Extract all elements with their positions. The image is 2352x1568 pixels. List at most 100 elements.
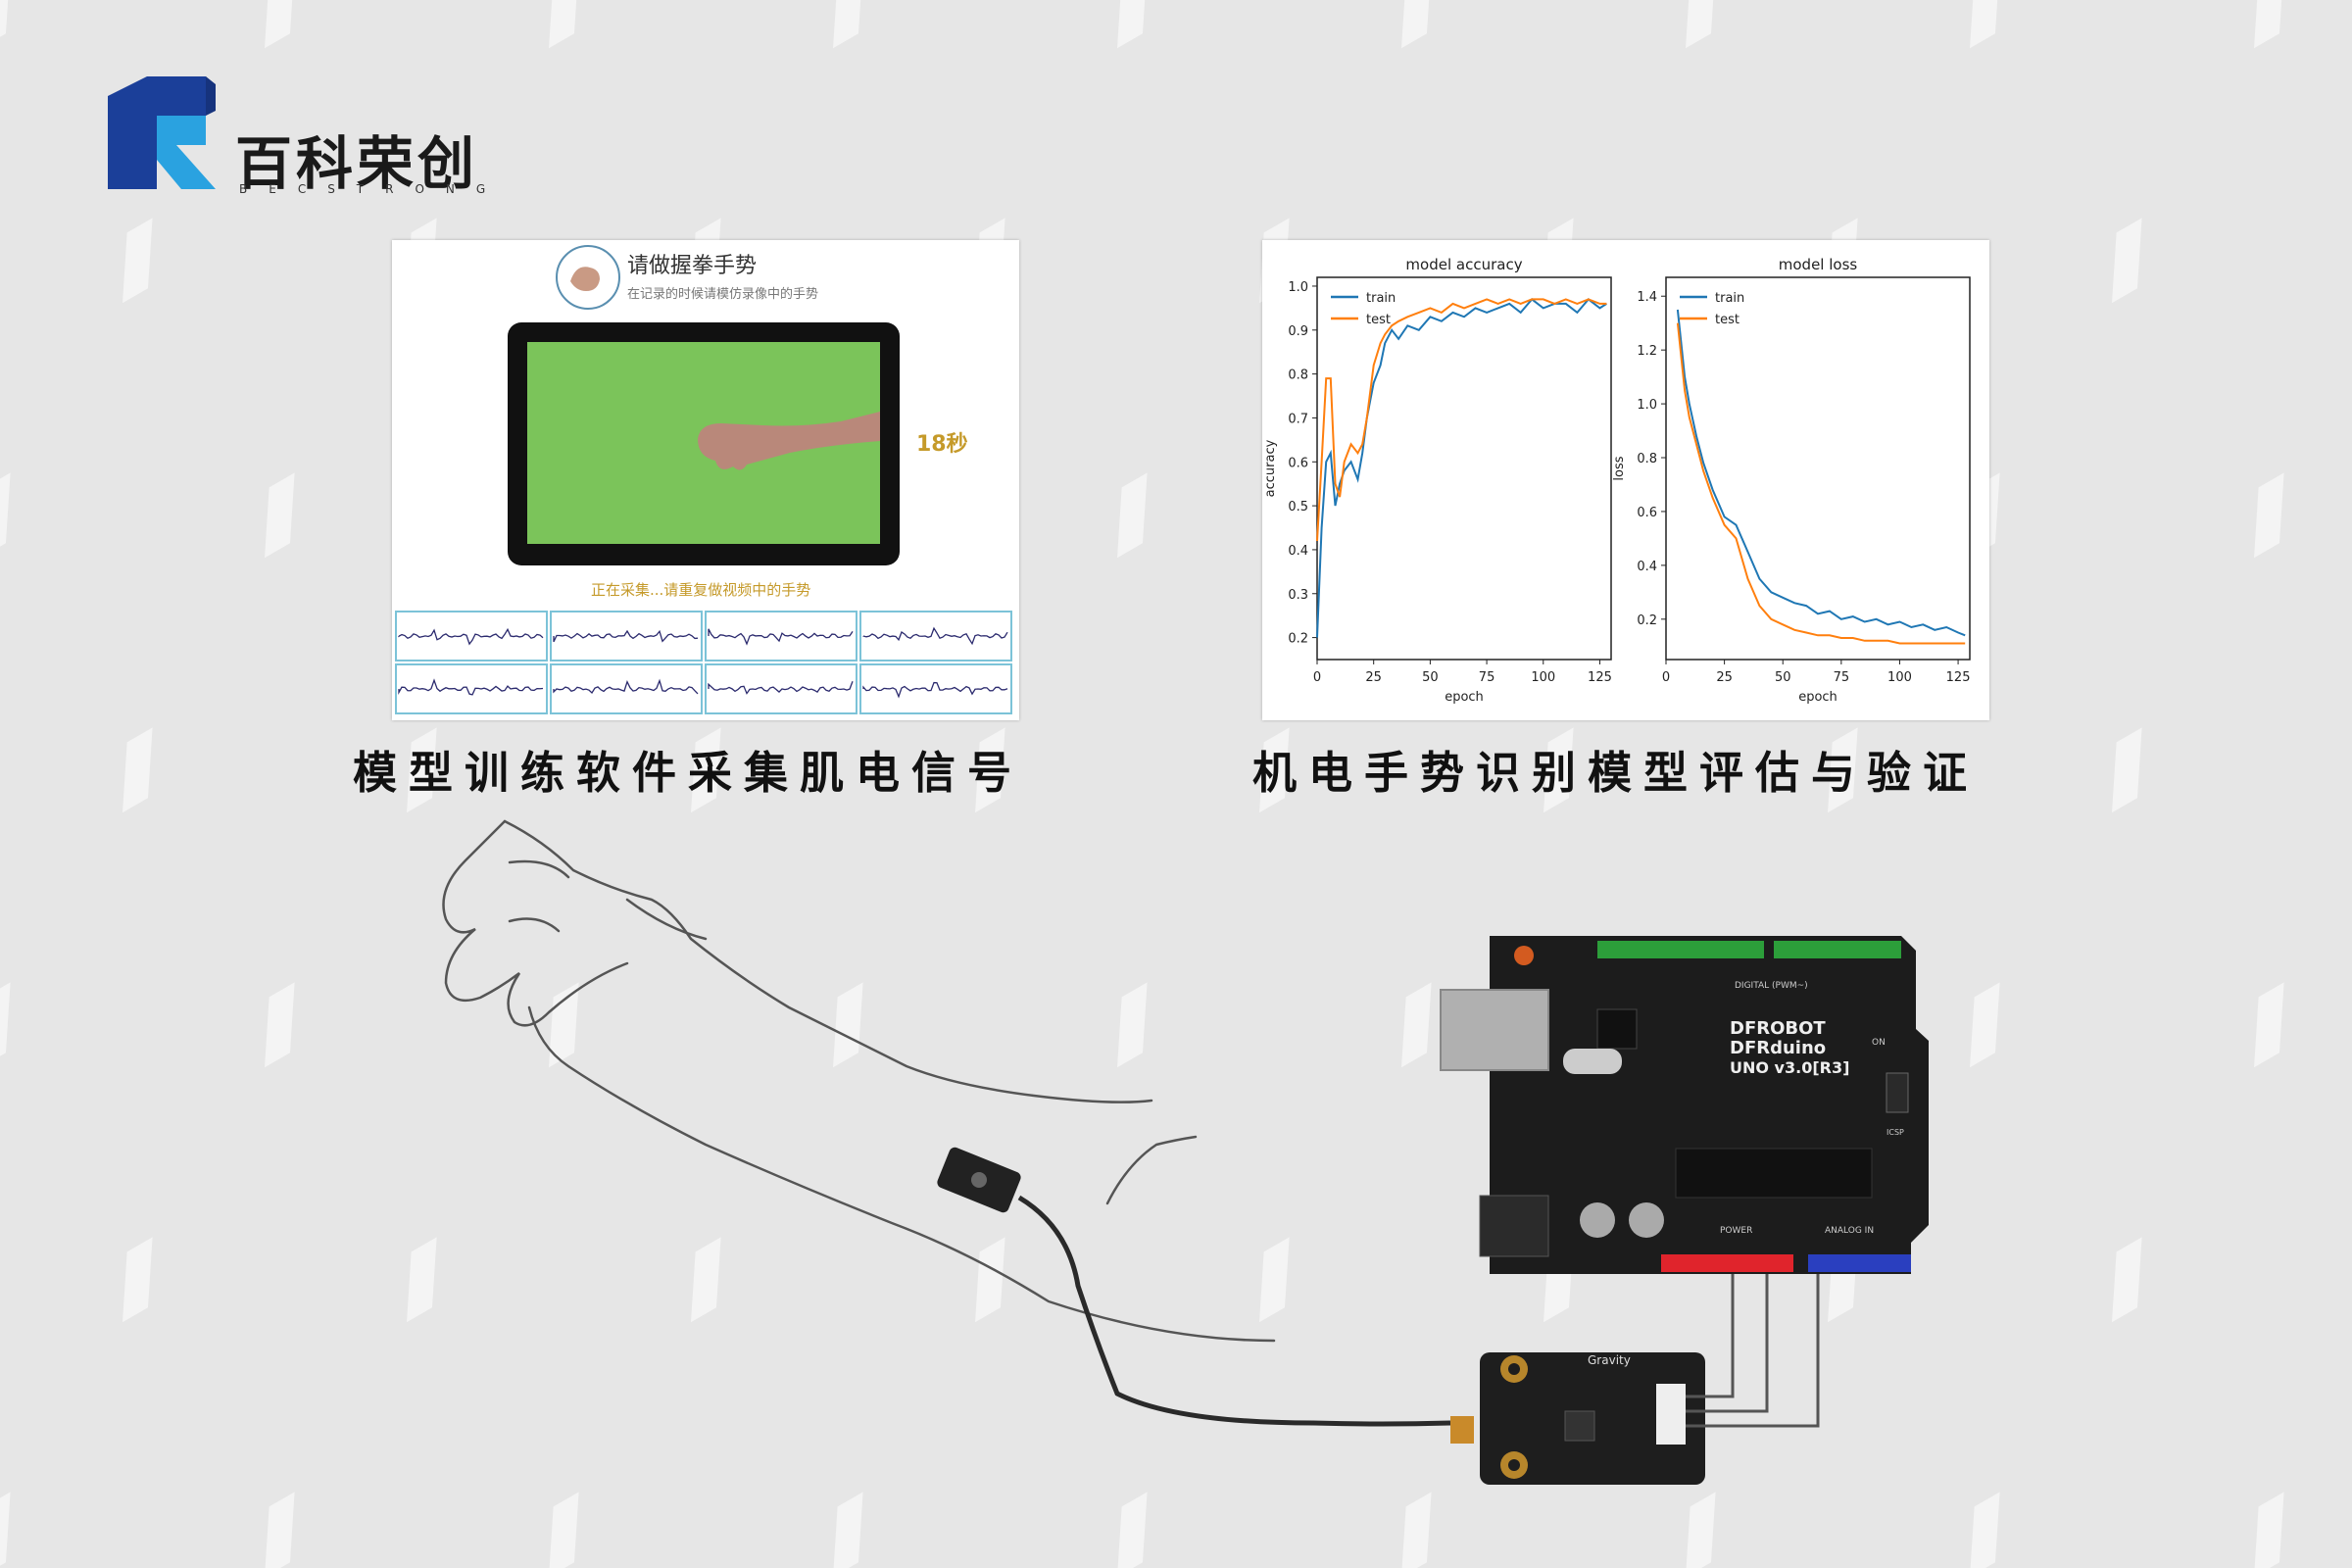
watermark-mark (1259, 727, 1290, 813)
arduino-board: DFROBOT DFRduino UNO v3.0[R3] DIGITAL (P… (1440, 936, 1929, 1274)
board-icsp-label: ICSP (1886, 1128, 1904, 1137)
watermark-mark (122, 1237, 153, 1323)
watermark-mark (265, 472, 295, 559)
training-software-graphics (508, 245, 900, 565)
watermark-mark (265, 982, 295, 1068)
watermark-mark (691, 1237, 721, 1323)
board-power-label: POWER (1720, 1226, 1752, 1236)
y-tick-label: 0.2 (1288, 632, 1308, 647)
countdown-timer: 18秒 (916, 432, 968, 457)
watermark-mark (1117, 0, 1148, 49)
y-tick-label: 1.0 (1637, 398, 1657, 413)
watermark-mark (2254, 1492, 2284, 1568)
digital-header (1597, 941, 1764, 958)
usb-port (1440, 989, 1549, 1071)
y-tick-label: 1.4 (1637, 290, 1657, 305)
chart-title: model loss (1779, 256, 1858, 273)
watermark-mark (122, 218, 153, 304)
atmega-chip (1675, 1148, 1873, 1199)
watermark-mark (0, 982, 11, 1068)
emg-channel-cell (550, 611, 703, 662)
emg-waveform (553, 629, 699, 643)
training-software-panel: 请做握拳手势 在记录的时候请模仿录像中的手势 18秒 正在采集...请重复做视频… (392, 240, 1019, 720)
brand-subtitle: BECSTRONG (239, 182, 508, 196)
prompt-title: 请做握拳手势 (627, 254, 758, 278)
watermark-mark (1117, 982, 1148, 1068)
series-line-train (1676, 309, 1966, 637)
watermark-mark (833, 982, 863, 1068)
watermark-mark (1686, 1492, 1716, 1568)
y-tick-label: 0.4 (1637, 560, 1657, 574)
emg-waveform (398, 627, 544, 646)
watermark-mark (833, 0, 863, 49)
watermark-mark (2112, 218, 2142, 304)
emg-waveform (708, 628, 854, 646)
chart-xlabel: epoch (1445, 690, 1484, 705)
watermark-mark (1686, 0, 1716, 49)
watermark-mark (0, 472, 11, 559)
emg-waveform (398, 678, 544, 696)
watermark-mark (1117, 1492, 1148, 1568)
watermark-mark (0, 0, 11, 49)
watermark-mark (407, 1237, 437, 1323)
y-tick-label: 0.3 (1288, 588, 1308, 603)
x-tick-label: 50 (1775, 670, 1791, 685)
watermark-mark (549, 1492, 579, 1568)
watermark-mark (1828, 727, 1858, 813)
y-tick-label: 0.6 (1288, 456, 1308, 470)
chart-xlabel: epoch (1798, 690, 1838, 705)
legend-label-train: train (1715, 291, 1744, 306)
x-tick-label: 125 (1588, 670, 1612, 685)
chart-title: model accuracy (1405, 256, 1522, 273)
watermark-mark (1970, 982, 2000, 1068)
watermark-mark (265, 0, 295, 49)
x-tick-label: 100 (1531, 670, 1555, 685)
y-tick-label: 0.4 (1288, 544, 1308, 559)
y-tick-label: 0.2 (1637, 613, 1657, 628)
watermark-mark (2254, 472, 2284, 559)
x-tick-label: 125 (1946, 670, 1971, 685)
y-tick-label: 0.6 (1637, 506, 1657, 520)
watermark-mark (1259, 1237, 1290, 1323)
x-tick-label: 0 (1313, 670, 1321, 685)
watermark-mark (975, 727, 1005, 813)
watermark-mark (1401, 0, 1432, 49)
watermark-mark (549, 982, 579, 1068)
fist-icon (570, 267, 600, 291)
x-tick-label: 25 (1365, 670, 1382, 685)
watermark-mark (2254, 0, 2284, 49)
watermark-mark (265, 1492, 295, 1568)
watermark-mark (549, 0, 579, 49)
y-tick-label: 0.8 (1288, 368, 1308, 383)
video-hand-shape (698, 412, 880, 470)
brand-name: 百科荣创 (235, 130, 479, 197)
caption-model-evaluation: 机电手势识别模型评估与验证 (1252, 747, 1980, 799)
board-analog-label: ANALOG IN (1825, 1226, 1874, 1236)
emg-waveform (862, 681, 1008, 699)
board-label-1: DFROBOT (1730, 1018, 1826, 1039)
power-header (1661, 1254, 1793, 1272)
x-tick-label: 100 (1887, 670, 1912, 685)
watermark-mark (691, 727, 721, 813)
analog-header (1808, 1254, 1911, 1272)
legend-label-train: train (1366, 291, 1396, 306)
watermark-mark (2254, 982, 2284, 1068)
board-digital-label: DIGITAL (PWM~) (1735, 981, 1808, 991)
watermark-mark (407, 727, 437, 813)
chart-ylabel: loss (1612, 456, 1627, 480)
chart-frame (1316, 276, 1612, 661)
watermark-mark (0, 1492, 11, 1568)
arm-drawing (442, 819, 1276, 1343)
watermark-mark (1970, 0, 2000, 49)
caption-training-software: 模型训练软件采集肌电信号 (353, 747, 1024, 799)
watermark-mark (975, 1237, 1005, 1323)
watermark-mark (1400, 982, 1432, 1068)
emg-waveform (862, 626, 1008, 646)
y-tick-label: 1.0 (1288, 280, 1308, 295)
y-tick-label: 0.8 (1637, 452, 1657, 466)
board-on-label: ON (1872, 1038, 1886, 1048)
emg-sensor-board: Gravity (1450, 1352, 1705, 1485)
